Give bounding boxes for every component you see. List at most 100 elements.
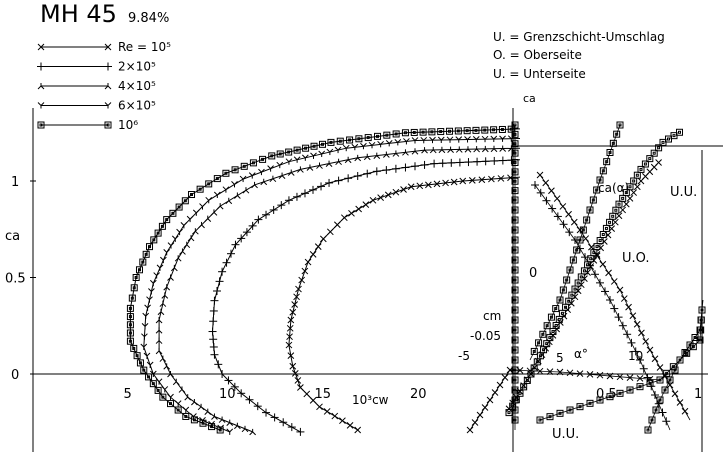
data-point (374, 132, 382, 140)
secondary-point (486, 396, 494, 404)
data-point (148, 288, 155, 295)
secondary-point (543, 322, 551, 330)
secondary-point (496, 381, 504, 389)
data-point (297, 166, 304, 173)
data-point (249, 159, 257, 167)
data-point (490, 135, 498, 143)
data-point (155, 347, 163, 355)
data-point (295, 285, 302, 293)
secondary-curve (531, 181, 671, 431)
data-point (310, 142, 318, 150)
data-point (351, 143, 359, 151)
secondary-point (671, 366, 679, 374)
secondary-point (618, 321, 627, 330)
alpha-point (609, 212, 617, 220)
data-point (490, 145, 498, 153)
data-point (497, 175, 505, 182)
data-point (382, 151, 390, 158)
annotation-uo: U.O. (622, 251, 650, 266)
xlabel-cw: 10³cw (352, 393, 389, 407)
data-point (140, 366, 148, 374)
data-point (310, 152, 317, 159)
secondary-point (646, 346, 654, 354)
secondary-point (691, 334, 699, 341)
data-point (377, 140, 384, 148)
data-point (204, 215, 212, 222)
data-point (301, 154, 309, 161)
data-point (498, 125, 506, 133)
tick-alpha-m5: -5 (458, 349, 470, 363)
data-point (286, 333, 293, 341)
data-point (293, 156, 301, 163)
data-point (368, 141, 376, 149)
data-point (190, 416, 198, 424)
secondary-point (636, 375, 644, 382)
data-point (259, 155, 267, 163)
data-point (133, 352, 141, 360)
alpha-point (602, 224, 610, 232)
secondary-point (581, 253, 589, 262)
secondary-point (511, 159, 519, 166)
data-point (174, 255, 182, 262)
data-point (159, 393, 167, 401)
data-point (344, 156, 352, 164)
data-point (392, 188, 400, 196)
annotation-uu: U.U. (670, 185, 697, 200)
alpha-point (637, 165, 645, 173)
chart-title: MH 45 (40, 0, 117, 28)
data-point (438, 146, 446, 154)
secondary-point (546, 368, 554, 375)
series-path (211, 159, 521, 433)
series-path (158, 147, 521, 433)
data-point (146, 361, 154, 368)
data-point (216, 203, 224, 210)
data-point (163, 216, 171, 224)
secondary-point (511, 168, 519, 176)
alpha-point (520, 383, 528, 391)
data-point (167, 393, 174, 401)
data-point (242, 228, 251, 237)
secondary-point (511, 206, 519, 214)
data-point (498, 156, 507, 165)
secondary-point (511, 396, 519, 404)
data-point (126, 329, 134, 337)
data-point (303, 390, 311, 398)
data-point (210, 296, 219, 305)
data-point (161, 292, 169, 299)
data-point (237, 389, 246, 398)
data-point (222, 169, 230, 177)
alpha-point (676, 128, 683, 136)
data-point (198, 221, 205, 229)
data-point (285, 158, 293, 165)
data-point (373, 152, 381, 159)
secondary-point (552, 305, 560, 313)
data-point (507, 156, 516, 165)
data-point (179, 248, 186, 255)
series-path (288, 176, 521, 431)
data-point (262, 210, 271, 219)
data-point (289, 362, 297, 370)
secondary-point (636, 383, 644, 391)
data-point (156, 264, 164, 271)
secondary-point (516, 367, 524, 374)
data-point (269, 205, 278, 214)
data-point (167, 274, 174, 281)
data-point (270, 413, 279, 422)
data-point (241, 425, 249, 433)
data-point (342, 144, 350, 152)
secondary-point (638, 329, 645, 337)
data-point (142, 312, 150, 320)
secondary-point (599, 260, 607, 268)
data-point (293, 293, 300, 301)
data-point (130, 344, 138, 352)
legend-marker-start (37, 62, 45, 71)
alpha-point (596, 237, 604, 245)
secondary-point (606, 296, 614, 304)
data-point (149, 279, 157, 287)
secondary-point (596, 176, 604, 184)
data-point (410, 128, 418, 136)
data-point (363, 153, 371, 161)
data-point (326, 228, 334, 236)
data-point (420, 160, 429, 169)
secondary-point (593, 252, 601, 260)
